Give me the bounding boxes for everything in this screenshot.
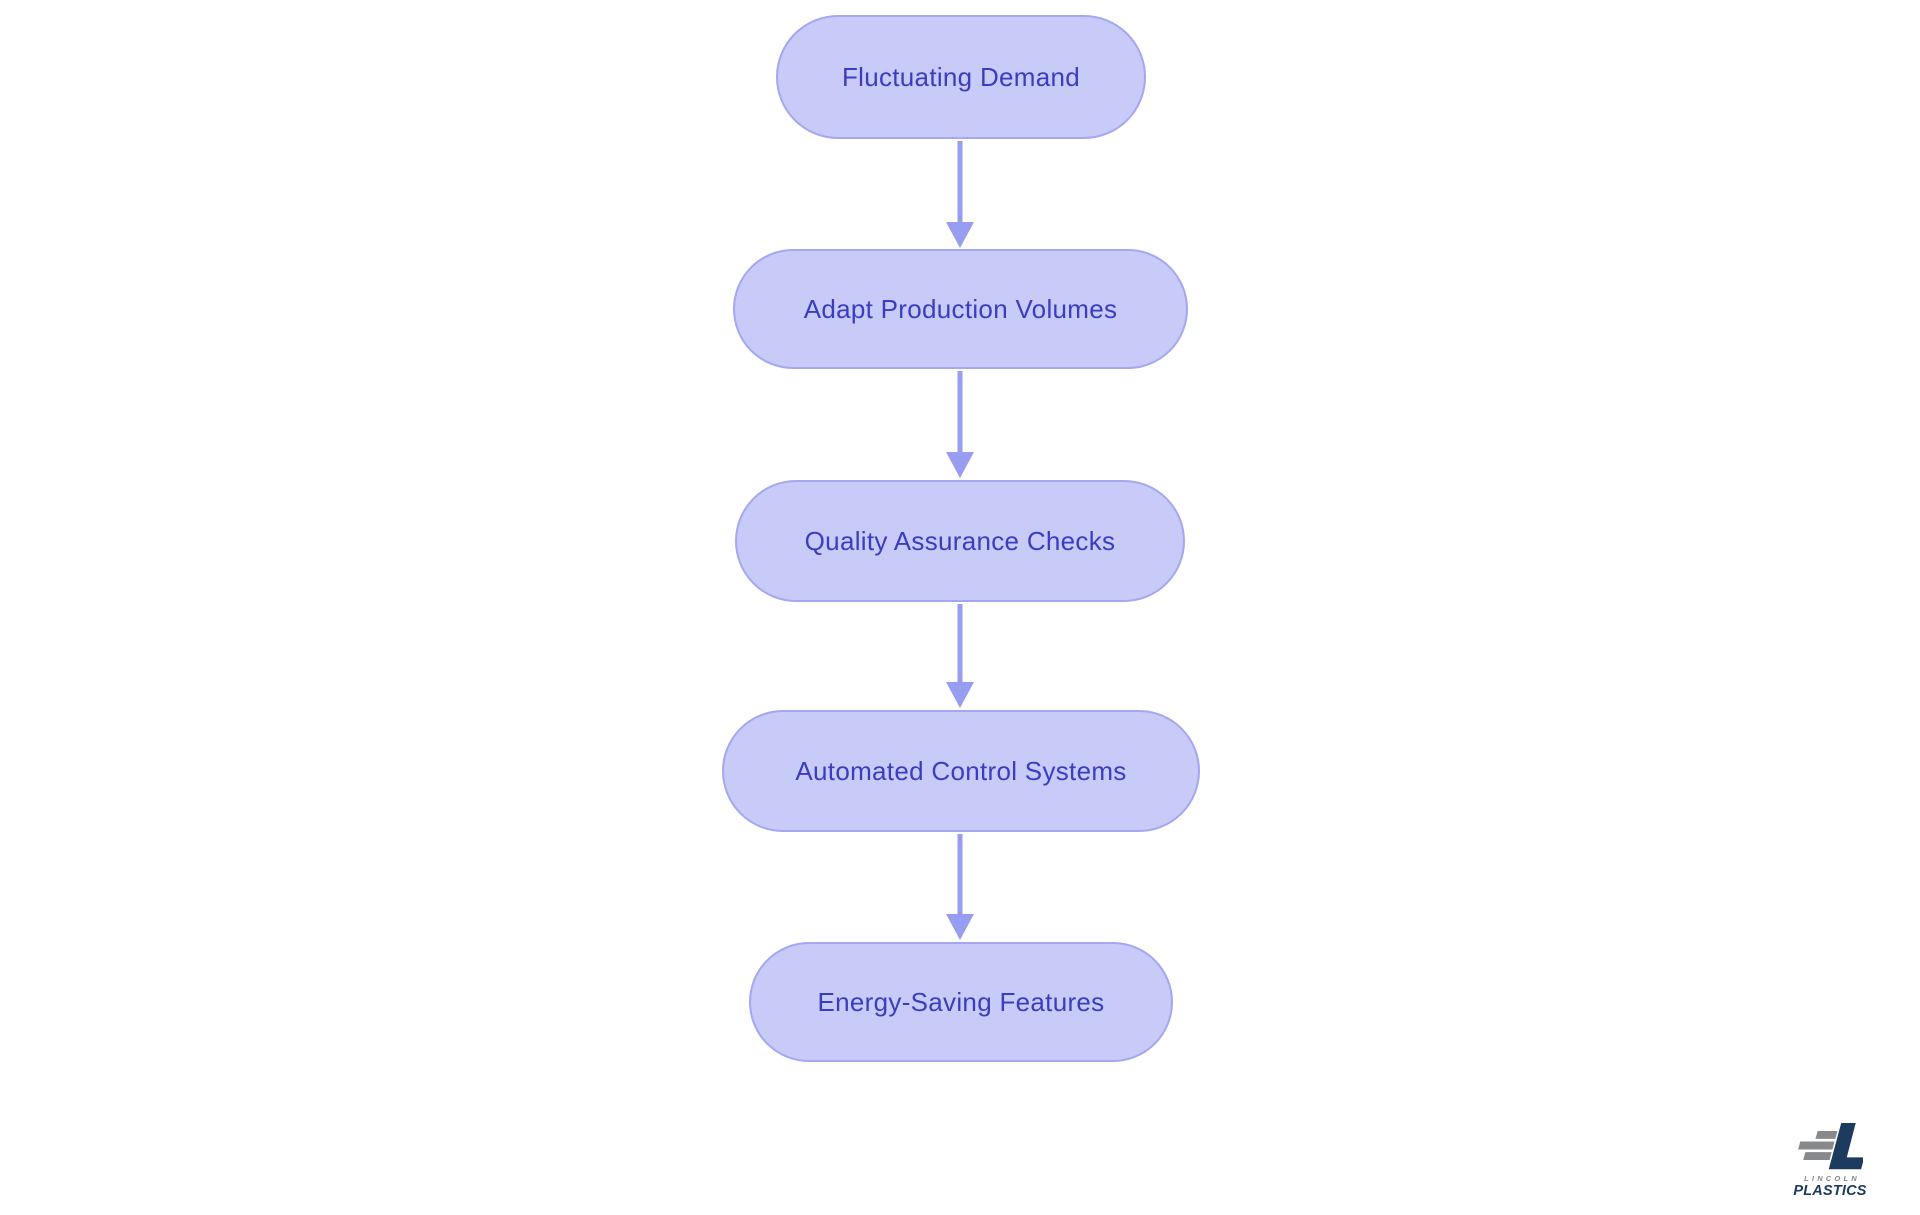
flow-node-energy-saving-features: Energy-Saving Features xyxy=(749,942,1173,1062)
flow-arrow xyxy=(946,141,974,248)
flow-node-quality-assurance-checks: Quality Assurance Checks xyxy=(735,480,1185,602)
flow-arrow xyxy=(946,371,974,478)
flow-node-label: Energy-Saving Features xyxy=(817,986,1105,1017)
flow-node-adapt-production-volumes: Adapt Production Volumes xyxy=(733,249,1188,369)
logo-text-lincoln: LINCOLN xyxy=(1804,1174,1860,1183)
flow-arrow xyxy=(946,834,974,940)
lincoln-plastics-logo-icon xyxy=(1798,1123,1863,1170)
flow-node-label: Quality Assurance Checks xyxy=(804,525,1116,556)
lincoln-plastics-logo: LINCOLN PLASTICS xyxy=(1793,1119,1867,1199)
logo-text-plastics: PLASTICS xyxy=(1793,1183,1867,1199)
flow-node-label: Adapt Production Volumes xyxy=(803,293,1118,324)
flow-node-fluctuating-demand: Fluctuating Demand xyxy=(776,15,1146,139)
flow-arrow xyxy=(946,604,974,708)
flow-node-automated-control-systems: Automated Control Systems xyxy=(722,710,1200,832)
flow-node-label: Fluctuating Demand xyxy=(841,61,1081,92)
flow-node-label: Automated Control Systems xyxy=(795,755,1127,786)
